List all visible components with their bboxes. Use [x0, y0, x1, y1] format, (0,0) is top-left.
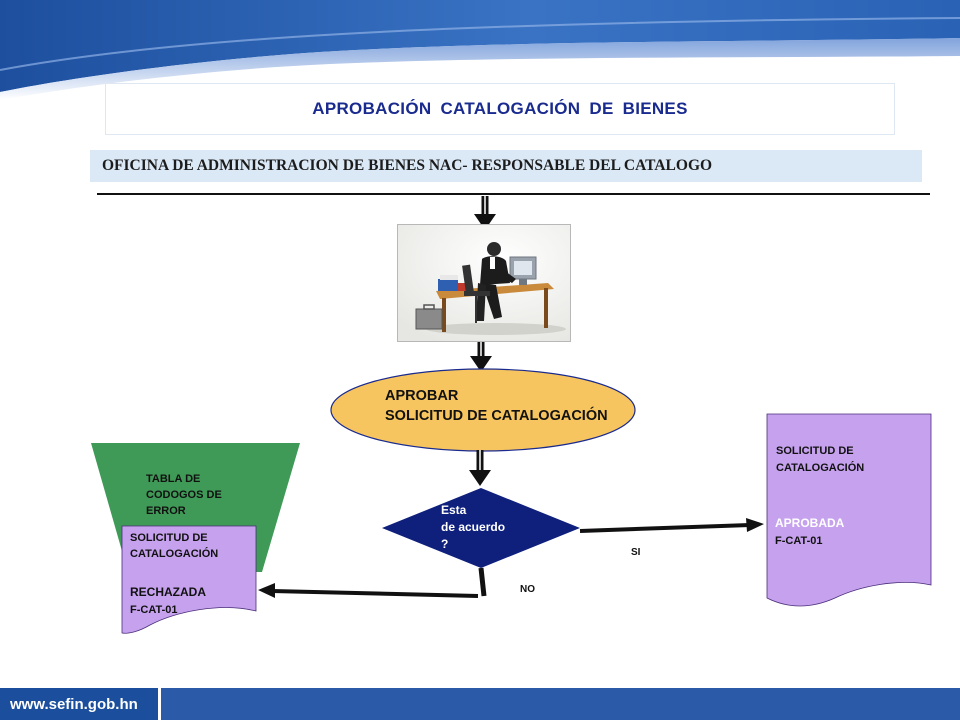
approved-doc-status: APROBADA: [775, 516, 845, 530]
decision-label-line1: Esta: [441, 503, 467, 517]
rejected-document-shape: [121, 525, 257, 634]
process-label-line1: APROBAR: [385, 388, 459, 404]
error-table-line3: ERROR: [146, 505, 186, 517]
rejected-doc-line1: SOLICITUD DE: [130, 532, 208, 544]
approved-doc-title: SOLICITUD DE CATALOGACIÓN: [776, 443, 864, 477]
decision-label: Esta de acuerdo ?: [441, 502, 505, 553]
error-table-line1: TABLA DE: [146, 473, 201, 485]
rejected-doc-status: RECHAZADA: [130, 585, 206, 599]
error-table-label: TABLA DE CODOGOS DE ERROR: [146, 471, 222, 519]
rejected-doc-title: SOLICITUD DE CATALOGACIÓN: [130, 530, 218, 562]
office-worker-image: [397, 224, 571, 342]
slide-title: APROBACIÓN CATALOGACIÓN DE BIENES: [312, 99, 688, 118]
footer-separator: [158, 688, 161, 720]
rejected-doc-line2: CATALOGACIÓN: [130, 548, 219, 560]
header-wave: [0, 0, 960, 100]
arrow-down-1: [474, 196, 496, 230]
process-label: APROBAR SOLICITUD DE CATALOGACIÓN: [385, 386, 608, 426]
arrow-down-3: [469, 450, 491, 486]
approved-doc-line2: CATALOGACIÓN: [776, 462, 865, 474]
decision-label-line3: ?: [441, 537, 449, 551]
approved-doc-line1: SOLICITUD DE: [776, 445, 854, 457]
process-label-line2: SOLICITUD DE CATALOGACIÓN: [385, 408, 608, 424]
approved-doc-form: F-CAT-01: [775, 535, 823, 547]
arrow-no: [258, 567, 487, 598]
arrow-yes: [579, 518, 764, 533]
no-label: NO: [520, 584, 535, 595]
rejected-doc-form: F-CAT-01: [130, 604, 178, 616]
decision-diamond: [382, 488, 580, 568]
decision-label-line2: de acuerdo: [441, 520, 506, 534]
footer-url[interactable]: www.sefin.gob.hn: [0, 688, 158, 720]
approved-document-shape: [766, 413, 932, 607]
office-bar: OFICINA DE ADMINISTRACION DE BIENES NAC-…: [90, 150, 922, 182]
error-table-line2: CODOGOS DE: [146, 489, 222, 501]
title-box: APROBACIÓN CATALOGACIÓN DE BIENES: [105, 83, 895, 135]
arrow-down-2: [470, 340, 492, 372]
office-worker-illustration: [398, 225, 570, 341]
office-label: OFICINA DE ADMINISTRACION DE BIENES NAC-…: [102, 157, 713, 174]
yes-label: SI: [631, 547, 641, 558]
